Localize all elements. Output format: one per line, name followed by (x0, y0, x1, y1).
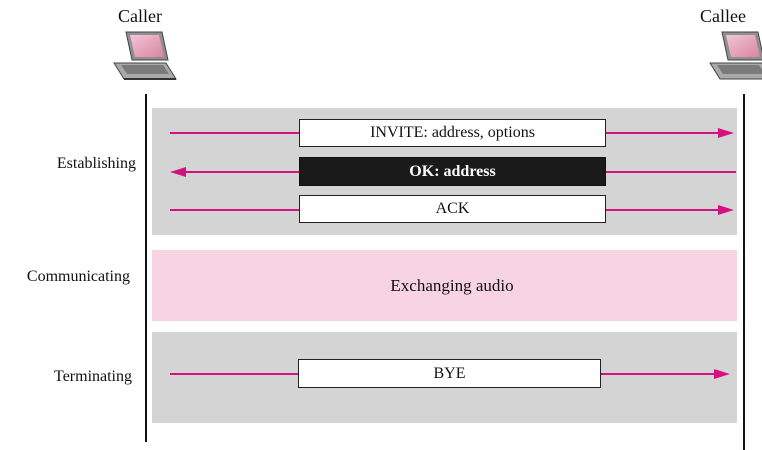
phase-terminating: Terminating (54, 368, 132, 385)
phase-establishing: Establishing (56, 155, 136, 172)
laptop-icon (709, 31, 762, 80)
bye-arrowhead (714, 369, 730, 379)
exchange-label: Exchanging audio (390, 275, 514, 295)
communicating-band (152, 250, 737, 321)
callee-label: Callee (700, 6, 746, 26)
ok-message: OK: address (299, 157, 606, 186)
caller-lifeline (145, 94, 147, 442)
invite-arrowhead (718, 128, 734, 138)
bye-message: BYE (298, 359, 601, 388)
ok-arrowhead (170, 167, 186, 177)
laptop-icon (113, 31, 177, 80)
ack-arrowhead (718, 205, 734, 215)
caller-label: Caller (118, 6, 162, 26)
invite-message: INVITE: address, options (299, 119, 606, 147)
callee-lifeline (743, 94, 745, 450)
ack-message: ACK (299, 195, 606, 223)
phase-communicating: Communicating (26, 268, 130, 285)
